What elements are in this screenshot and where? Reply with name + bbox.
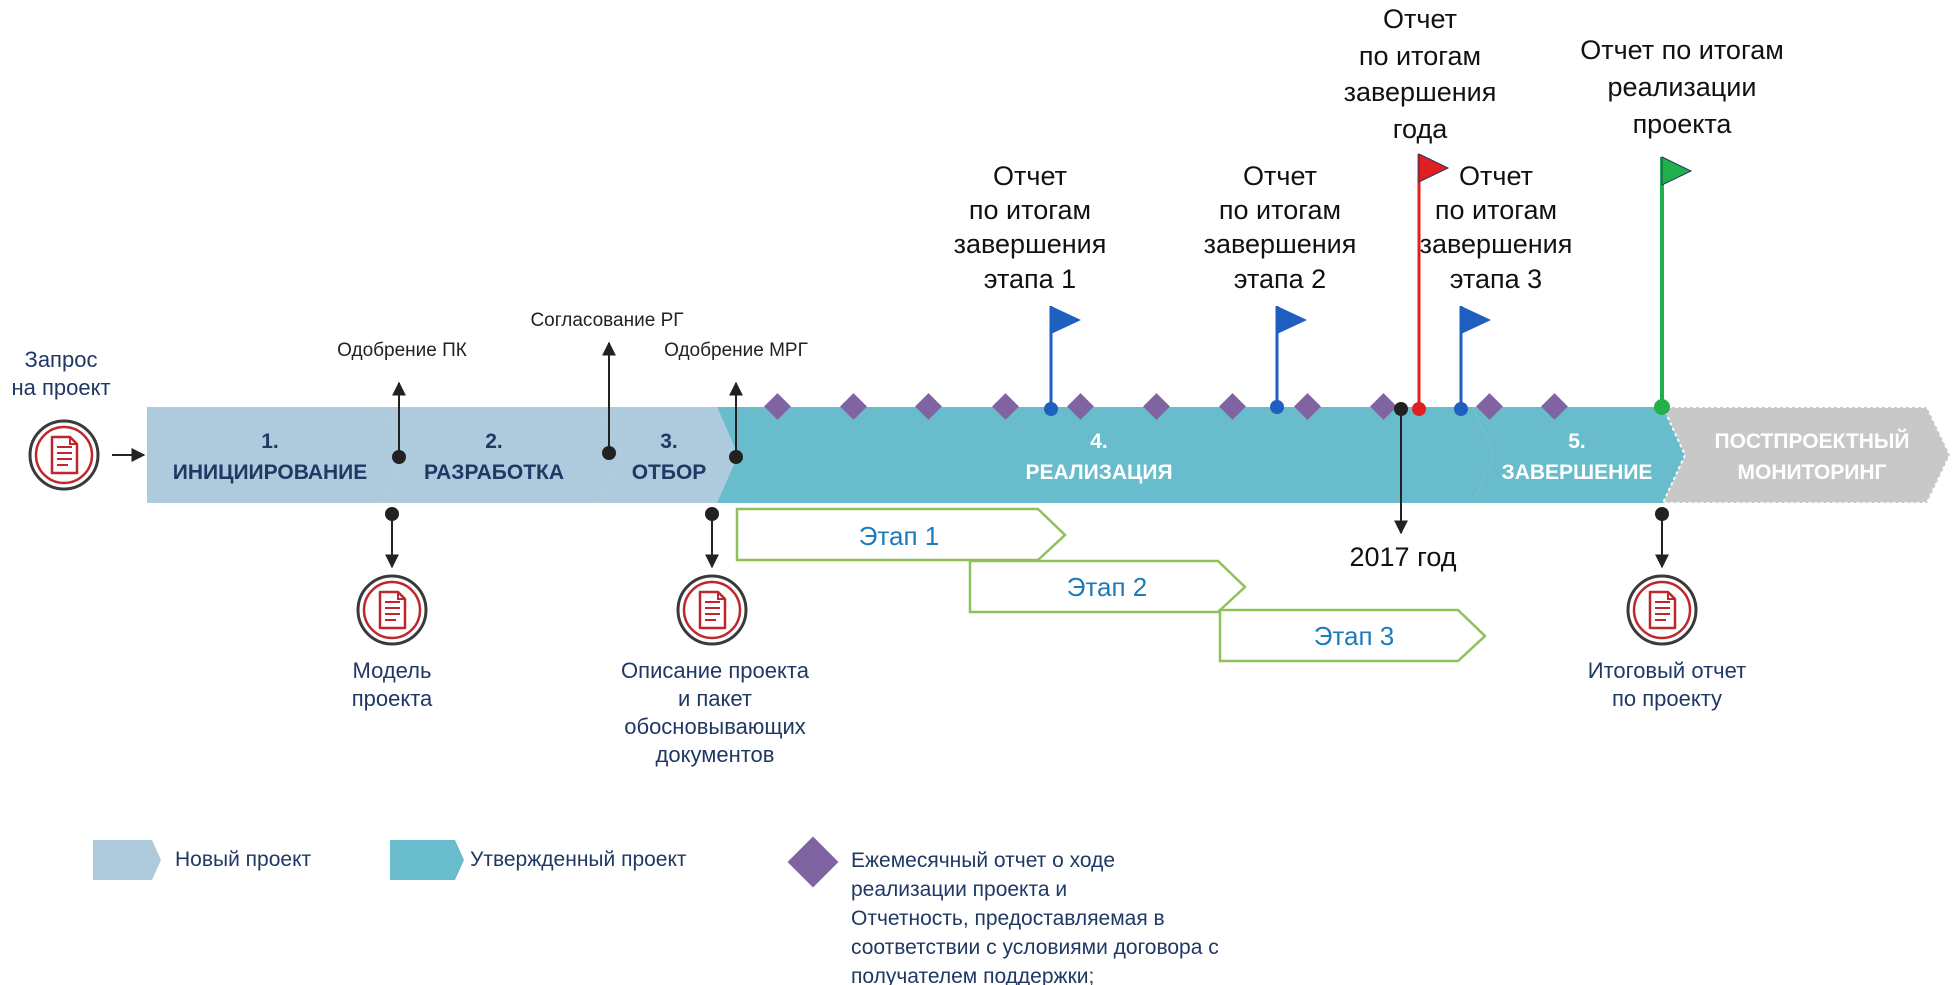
- phase-2-number: 2.: [485, 430, 503, 453]
- stage-3-bar: [1218, 608, 1487, 663]
- phase-5-number: 5.: [1568, 430, 1586, 453]
- flag-year-dot: [1412, 402, 1426, 416]
- legend-monthly-line4: соответствии с условиями договора с: [851, 936, 1219, 959]
- flag-stage3-line2: по итогам: [1435, 195, 1557, 225]
- flag-stage1-line2: по итогам: [969, 195, 1091, 225]
- doc-description-line2: и пакет: [678, 686, 752, 711]
- doc-final-line2: по проекту: [1612, 686, 1722, 711]
- approval-pk-dot: [392, 450, 406, 464]
- legend-new-project-label: Новый проект: [175, 848, 311, 871]
- phase-5-name: ЗАВЕРШЕНИЕ: [1502, 461, 1653, 484]
- legend-monthly-line3: Отчетность, предоставляемая в: [851, 907, 1165, 930]
- legend-new-project-swatch: [93, 840, 161, 880]
- flag-year-line3: завершения: [1344, 77, 1497, 107]
- phase-monitoring-line1: ПОСТПРОЕКТНЫЙ: [1714, 429, 1909, 453]
- legend-monthly-line1: Ежемесячный отчет о ходе: [851, 849, 1115, 872]
- flag-stage2-line4: этапа 2: [1234, 264, 1326, 294]
- approval-mrg-dot: [729, 450, 743, 464]
- legend-diamond-swatch: [787, 836, 839, 888]
- doc-description-line3: обосновывающих: [624, 714, 806, 739]
- approval-rg-label: Согласование РГ: [530, 310, 683, 331]
- doc-description-line1: Описание проекта: [621, 658, 810, 683]
- flag-project-line2: реализации: [1608, 72, 1757, 102]
- phase-3-number: 3.: [660, 430, 678, 453]
- phase-1-chevron: [147, 407, 405, 503]
- phase-4-chevron: [717, 407, 1494, 503]
- stage-2-bar: [968, 559, 1247, 614]
- legend-monthly-line2: реализации проекта и: [851, 878, 1067, 901]
- legend-monthly-line5: получателем поддержки;: [851, 965, 1094, 985]
- approval-mrg-label: Одобрение МРГ: [664, 340, 808, 361]
- phase-1-number: 1.: [261, 430, 279, 453]
- doc-model-line2: проекта: [352, 686, 433, 711]
- approval-rg-dot: [602, 446, 616, 460]
- doc-description-icon: [676, 574, 748, 646]
- doc-model-icon: [356, 574, 428, 646]
- flag-stage2-icon: [1277, 306, 1307, 334]
- flag-year-line2: по итогам: [1359, 41, 1481, 71]
- phase-3-chevron: [598, 407, 738, 503]
- flag-stage2-line2: по итогам: [1219, 195, 1341, 225]
- phase-monitoring-line2: МОНИТОРИНГ: [1738, 461, 1887, 484]
- request-label-line2: на проект: [11, 375, 110, 400]
- doc-final-icon: [1626, 574, 1698, 646]
- flag-stage1-icon: [1051, 306, 1081, 334]
- flag-stage3-line1: Отчет: [1459, 161, 1533, 191]
- flag-year-line4: года: [1393, 114, 1448, 144]
- stage-3-label: Этап 3: [1314, 621, 1395, 651]
- phase-4-name: РЕАЛИЗАЦИЯ: [1025, 461, 1172, 484]
- phase-3-name: ОТБОР: [632, 461, 707, 484]
- approval-pk-label: Одобрение ПК: [337, 340, 467, 361]
- doc-final-line1: Итоговый отчет: [1588, 658, 1746, 683]
- flag-stage1-line1: Отчет: [993, 161, 1067, 191]
- flag-project-icon: [1661, 156, 1693, 186]
- phase-2-chevron: [382, 407, 622, 503]
- phase-2-name: РАЗРАБОТКА: [424, 461, 564, 484]
- flag-year-line1: Отчет: [1383, 4, 1457, 34]
- flag-stage1-line4: этапа 1: [984, 264, 1076, 294]
- stage-1-label: Этап 1: [859, 521, 940, 551]
- legend-approved-project-label: Утвержденный проект: [470, 848, 687, 871]
- flag-stage2-dot: [1270, 400, 1284, 414]
- flag-stage3-line3: завершения: [1420, 229, 1573, 259]
- flag-project-dot: [1654, 399, 1670, 415]
- legend-approved-project-swatch: [390, 840, 464, 880]
- request-label-line1: Запрос: [25, 347, 98, 372]
- phase-monitoring-chevron: [1661, 406, 1952, 504]
- flag-project-line3: проекта: [1633, 109, 1733, 139]
- flag-stage1-line3: завершения: [954, 229, 1107, 259]
- flag-project-line1: Отчет по итогам: [1580, 35, 1784, 65]
- doc-model-line1: Модель: [353, 658, 432, 683]
- stage-1-bar: [735, 507, 1067, 562]
- flag-stage3-icon: [1461, 306, 1491, 334]
- flag-stage1-dot: [1044, 402, 1058, 416]
- phase-5-chevron: [1473, 407, 1685, 503]
- flag-stage3-line4: этапа 3: [1450, 264, 1542, 294]
- flag-stage2-line1: Отчет: [1243, 161, 1317, 191]
- phase-1-name: ИНИЦИИРОВАНИЕ: [173, 461, 368, 484]
- request-document-icon: [28, 419, 100, 491]
- flag-stage3-dot: [1454, 402, 1468, 416]
- year-marker-label: 2017 год: [1350, 542, 1457, 572]
- doc-description-line4: документов: [656, 742, 775, 767]
- flag-year-icon: [1418, 153, 1450, 183]
- phase-4-number: 4.: [1090, 430, 1108, 453]
- stage-2-label: Этап 2: [1067, 572, 1148, 602]
- flag-stage2-line3: завершения: [1204, 229, 1357, 259]
